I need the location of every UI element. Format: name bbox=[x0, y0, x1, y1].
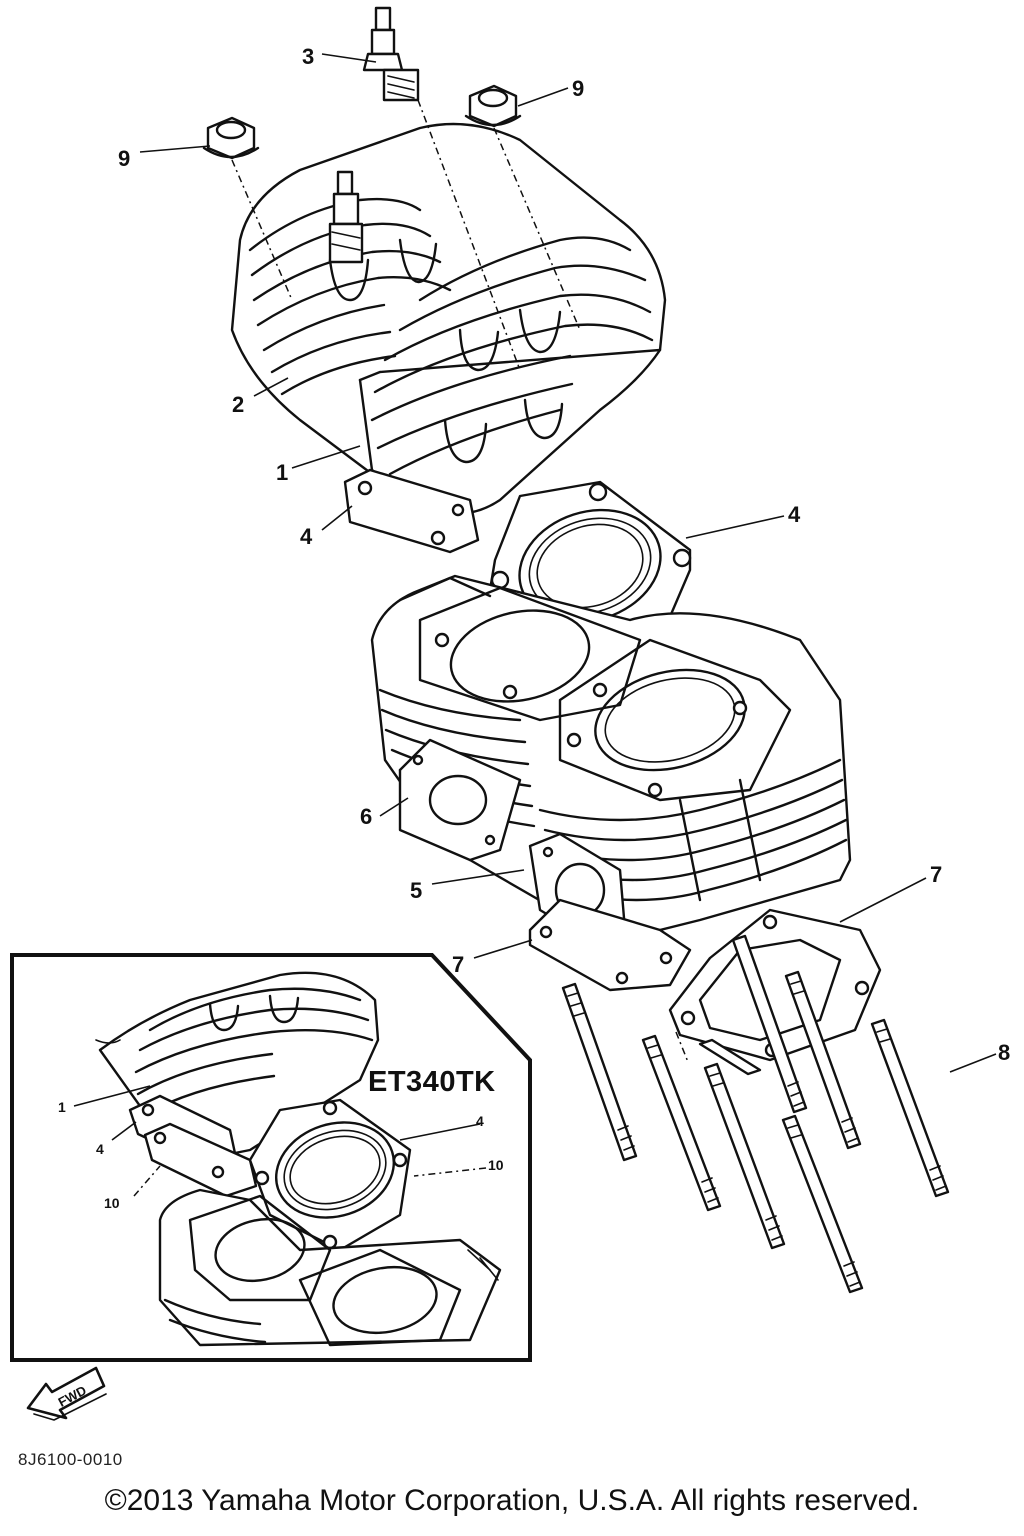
callout-4-right: 4 bbox=[788, 502, 801, 527]
head-gasket-left-icon bbox=[343, 468, 480, 554]
inset-callout-4-left: 4 bbox=[96, 1141, 104, 1157]
stud-bolt-1 bbox=[561, 982, 638, 1162]
callout-7-right: 7 bbox=[930, 862, 942, 887]
stud-bolt-3 bbox=[703, 1062, 786, 1250]
callout-8: 8 bbox=[998, 1040, 1010, 1065]
cylinder-head-icon bbox=[230, 122, 667, 522]
flange-nut-icon-left bbox=[202, 116, 260, 160]
inset-title: ET340TK bbox=[368, 1066, 496, 1098]
port-gasket-upper-icon bbox=[398, 738, 522, 862]
stud-bolt-2 bbox=[641, 1034, 722, 1212]
stud-bolt-8 bbox=[698, 1038, 762, 1076]
forward-arrow-icon: FWD bbox=[26, 1366, 107, 1421]
stud-bolts-icon bbox=[561, 934, 950, 1294]
stud-bolt-6 bbox=[784, 970, 862, 1150]
callout-6: 6 bbox=[360, 804, 372, 829]
inset-variant-box: 1 4 4 10 10 bbox=[10, 953, 532, 1362]
leader-lines bbox=[139, 53, 997, 1073]
callout-5: 5 bbox=[410, 878, 422, 903]
base-gasket-left-icon bbox=[528, 898, 692, 992]
callout-9-left: 9 bbox=[118, 146, 130, 171]
stud-bolt-7 bbox=[870, 1018, 950, 1198]
stud-bolt-4 bbox=[781, 1114, 864, 1294]
callout-9-right: 9 bbox=[572, 76, 584, 101]
inset-callout-4-right: 4 bbox=[476, 1113, 484, 1129]
callout-4-left: 4 bbox=[300, 524, 313, 549]
copyright-notice: ©2013 Yamaha Motor Corporation, U.S.A. A… bbox=[104, 1484, 920, 1517]
callout-3: 3 bbox=[302, 44, 314, 69]
flange-nut-icon-right bbox=[464, 84, 522, 128]
callout-1: 1 bbox=[276, 460, 288, 485]
stud-bolt-5 bbox=[731, 934, 808, 1114]
inset-callout-10-left: 10 bbox=[104, 1195, 120, 1211]
callout-numbers: 3 9 9 2 1 4 4 6 5 7 7 8 bbox=[118, 44, 1010, 1065]
spark-plug-icon bbox=[362, 6, 420, 102]
inset-callout-1: 1 bbox=[58, 1099, 66, 1115]
diagram-code: 8J6100-0010 bbox=[18, 1450, 123, 1469]
inset-callout-10-right: 10 bbox=[488, 1157, 504, 1173]
callout-2: 2 bbox=[232, 392, 244, 417]
callout-7-left: 7 bbox=[452, 952, 464, 977]
